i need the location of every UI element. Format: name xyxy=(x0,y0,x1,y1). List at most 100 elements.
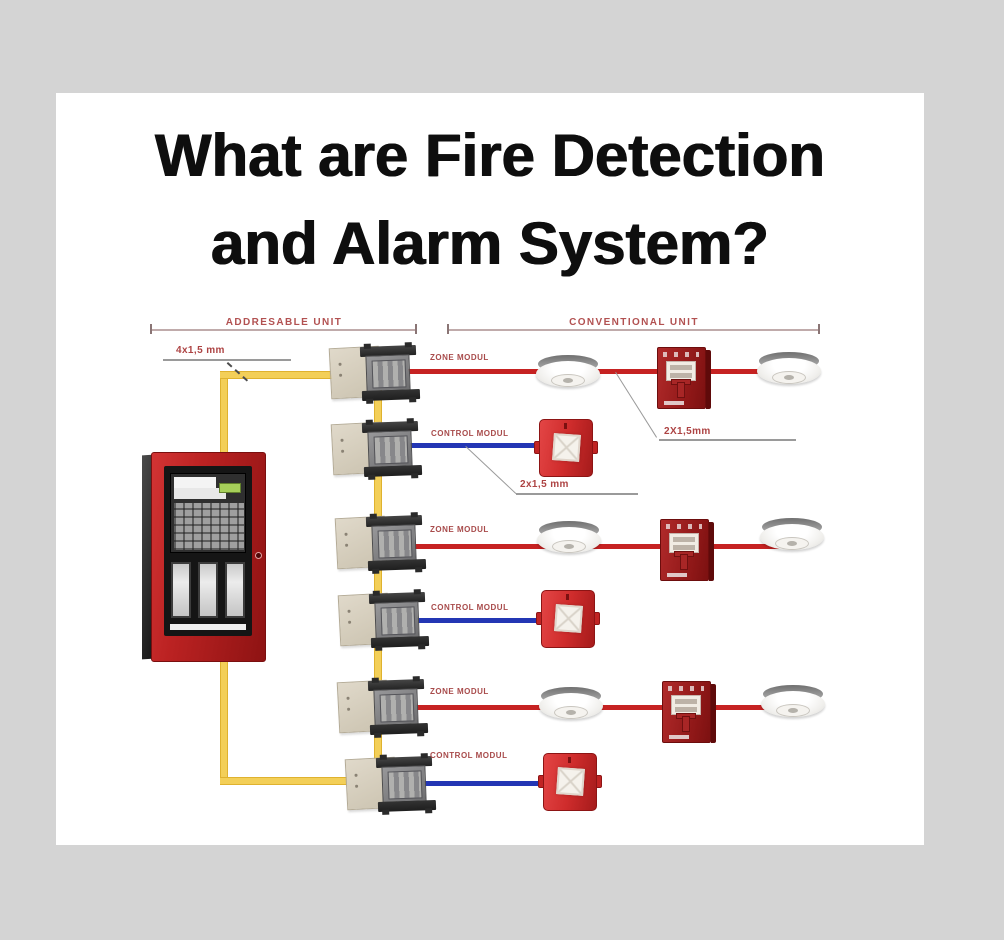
module-body xyxy=(374,601,420,639)
module-bracket xyxy=(363,464,423,478)
strobe-sounder xyxy=(536,590,600,648)
panel-label-strip xyxy=(170,624,246,630)
module-body xyxy=(371,524,417,562)
smoke-detector xyxy=(760,518,824,558)
loop-wire-segment xyxy=(220,371,344,379)
zone-module-label: ZONE MODUL xyxy=(430,353,489,362)
strobe-lens xyxy=(556,767,585,796)
title-line-1: What are Fire Detection xyxy=(154,122,826,189)
control-wire xyxy=(402,781,570,786)
panel-keypad xyxy=(174,503,244,550)
detector-ring xyxy=(552,540,586,553)
call-point-label xyxy=(671,695,701,715)
control-module-label: CONTROL MODUL xyxy=(430,751,508,760)
panel-slot xyxy=(171,562,191,618)
module-bracket xyxy=(369,722,429,736)
smoke-detector xyxy=(761,685,825,725)
loop-cable-underline xyxy=(163,359,291,361)
panel-indicator-slots xyxy=(171,562,245,618)
strobe-lens xyxy=(554,604,583,633)
module-body xyxy=(367,430,413,468)
zone-cable-size-label: 2X1,5mm xyxy=(664,426,711,437)
loop-wire-segment xyxy=(220,372,228,458)
addressable-module xyxy=(337,592,433,649)
call-point-leds xyxy=(663,352,699,357)
loop-wire-segment xyxy=(220,777,356,785)
call-point-side xyxy=(706,350,711,409)
addressable-module xyxy=(328,345,424,402)
manual-call-point xyxy=(657,347,711,411)
smoke-detector xyxy=(757,352,821,392)
call-point-leds xyxy=(666,524,702,529)
addressable-module xyxy=(336,679,432,736)
strobe-sounder xyxy=(534,419,598,477)
loop-wire-segment xyxy=(220,648,228,784)
addressable-module xyxy=(330,421,426,478)
module-bracket xyxy=(370,635,430,649)
zone-module-label: ZONE MODUL xyxy=(430,687,489,696)
control-wire xyxy=(396,443,566,448)
detector-ring xyxy=(554,706,588,719)
fire-alarm-control-panel xyxy=(142,452,266,662)
control-cable-size-label: 2x1,5 mm xyxy=(520,479,569,490)
loop-cable-size-label: 4x1,5 mm xyxy=(176,345,225,356)
addressable-unit-label: ADDRESABLE UNIT xyxy=(225,317,343,328)
module-bracket xyxy=(367,558,427,572)
panel-lcd-display xyxy=(219,483,241,493)
addressable-module xyxy=(344,756,440,813)
control-module-label: CONTROL MODUL xyxy=(431,603,509,612)
conventional-unit-bracket xyxy=(448,329,820,331)
call-point-brand xyxy=(667,573,687,577)
detector-ring xyxy=(776,704,810,717)
module-bracket xyxy=(377,799,437,813)
module-bracket xyxy=(361,388,421,402)
strobe-lens xyxy=(552,433,581,462)
page-title: What are Fire Detection and Alarm System… xyxy=(56,112,924,288)
manual-call-point xyxy=(662,681,716,745)
call-point-label xyxy=(666,361,696,381)
smoke-detector xyxy=(537,521,601,561)
strobe-sounder xyxy=(538,753,602,811)
strobe-body xyxy=(543,753,597,811)
panel-slot xyxy=(225,562,245,618)
bracket-tick xyxy=(415,324,417,334)
title-line-2: and Alarm System? xyxy=(211,210,769,277)
detector-ring xyxy=(775,537,809,550)
module-body xyxy=(373,688,419,726)
panel-door-lock xyxy=(256,553,261,558)
call-point-handle xyxy=(682,716,690,732)
call-point-handle xyxy=(677,382,685,398)
module-body xyxy=(381,765,427,803)
addressable-module xyxy=(334,515,430,572)
strobe-body xyxy=(539,419,593,477)
addressable-unit-bracket xyxy=(151,329,417,331)
panel-door xyxy=(151,452,266,662)
manual-call-point xyxy=(660,519,714,583)
call-point-brand xyxy=(664,401,684,405)
strobe-body xyxy=(541,590,595,648)
panel-display-area xyxy=(170,473,246,553)
call-point-handle xyxy=(680,554,688,570)
control-wire xyxy=(396,618,568,623)
call-point-side xyxy=(709,522,714,581)
call-point-label xyxy=(669,533,699,553)
smoke-detector xyxy=(539,687,603,727)
zone-cable-underline xyxy=(659,439,796,441)
call-point-leds xyxy=(668,686,704,691)
smoke-detector xyxy=(536,355,600,395)
detector-ring xyxy=(772,371,806,384)
bracket-tick xyxy=(150,324,152,334)
detector-ring xyxy=(551,374,585,387)
module-body xyxy=(365,354,411,392)
bracket-tick xyxy=(447,324,449,334)
conventional-unit-label: CONVENTIONAL UNIT xyxy=(569,317,699,328)
control-cable-underline xyxy=(516,493,638,495)
panel-label-window xyxy=(174,488,226,499)
panel-slot xyxy=(198,562,218,618)
panel-bezel xyxy=(164,466,252,636)
call-point-brand xyxy=(669,735,689,739)
call-point-side xyxy=(711,684,716,743)
bracket-tick xyxy=(818,324,820,334)
control-module-label: CONTROL MODUL xyxy=(431,429,509,438)
